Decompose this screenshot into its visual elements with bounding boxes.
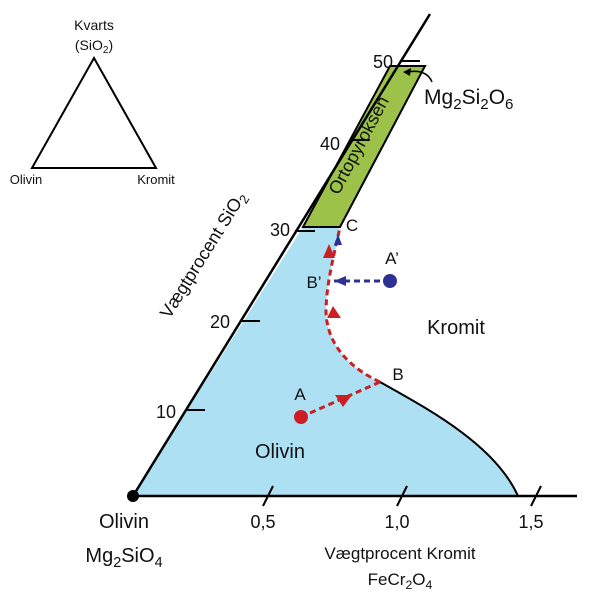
point-b-label: B	[392, 365, 403, 384]
origin-formula: Mg2SiO4	[85, 545, 162, 571]
x-tick-0-5	[262, 485, 274, 507]
red-path-group	[294, 226, 381, 424]
point-c-label: C	[346, 216, 358, 235]
x-tick-label-1-5: 1,5	[518, 512, 543, 532]
blue-path-group	[334, 234, 397, 288]
blue-arrow-head-1	[334, 276, 346, 286]
red-arrow-head-1	[335, 395, 352, 407]
y-tick-label-10: 10	[156, 402, 176, 422]
point-bprime-label: B’	[306, 273, 321, 292]
inset-apex-label: Kvarts	[74, 17, 114, 33]
inset-ternary: Kvarts (SiO2) Olivin Kromit	[10, 17, 175, 187]
y-axis-title: Vægtprocent SiO2	[156, 188, 253, 323]
origin-point	[127, 490, 139, 502]
olivin-field-label: Olivin	[255, 441, 305, 463]
x-axis-ticks	[262, 485, 542, 507]
kromit-field-label: Kromit	[427, 317, 485, 339]
x-axis-formula: FeCr2O4	[368, 570, 433, 592]
inset-triangle	[30, 55, 158, 169]
inset-left-label: Olivin	[10, 172, 43, 187]
y-tick-label-40: 40	[320, 134, 340, 154]
olivin-kromit-boundary	[379, 381, 519, 497]
red-arrow-head-3	[323, 244, 335, 258]
x-tick-1-5	[530, 485, 542, 507]
y-tick-label-30: 30	[270, 220, 290, 240]
x-tick-1-0	[396, 485, 408, 507]
x-tick-label-0-5: 0,5	[250, 512, 275, 532]
y-axis-ticks	[185, 60, 420, 411]
red-arrow-head-2	[327, 306, 341, 318]
origin-name: Olivin	[99, 511, 149, 533]
mg2si2o6-pointer-head	[403, 68, 411, 76]
y-axis-line	[131, 13, 432, 497]
y-tick-label-50: 50	[373, 52, 393, 72]
x-axis-title: Vægtprocent Kromit	[324, 544, 475, 563]
point-aprime-marker	[383, 274, 397, 288]
point-a-marker	[294, 410, 308, 424]
point-a-label: A	[294, 385, 306, 404]
red-path-b-to-c	[324, 226, 381, 384]
blue-arrow-head-2	[334, 234, 342, 245]
inset-apex-formula: (SiO2)	[75, 37, 113, 56]
y-tick-label-20: 20	[210, 312, 230, 332]
olivin-field	[133, 227, 518, 496]
inset-right-label: Kromit	[137, 172, 175, 187]
ortopyroksen-field	[301, 65, 427, 228]
point-aprime-label: A’	[385, 249, 399, 268]
mg2si2o6-label: Mg2Si2O6	[424, 86, 513, 113]
x-tick-label-1-0: 1,0	[384, 512, 409, 532]
